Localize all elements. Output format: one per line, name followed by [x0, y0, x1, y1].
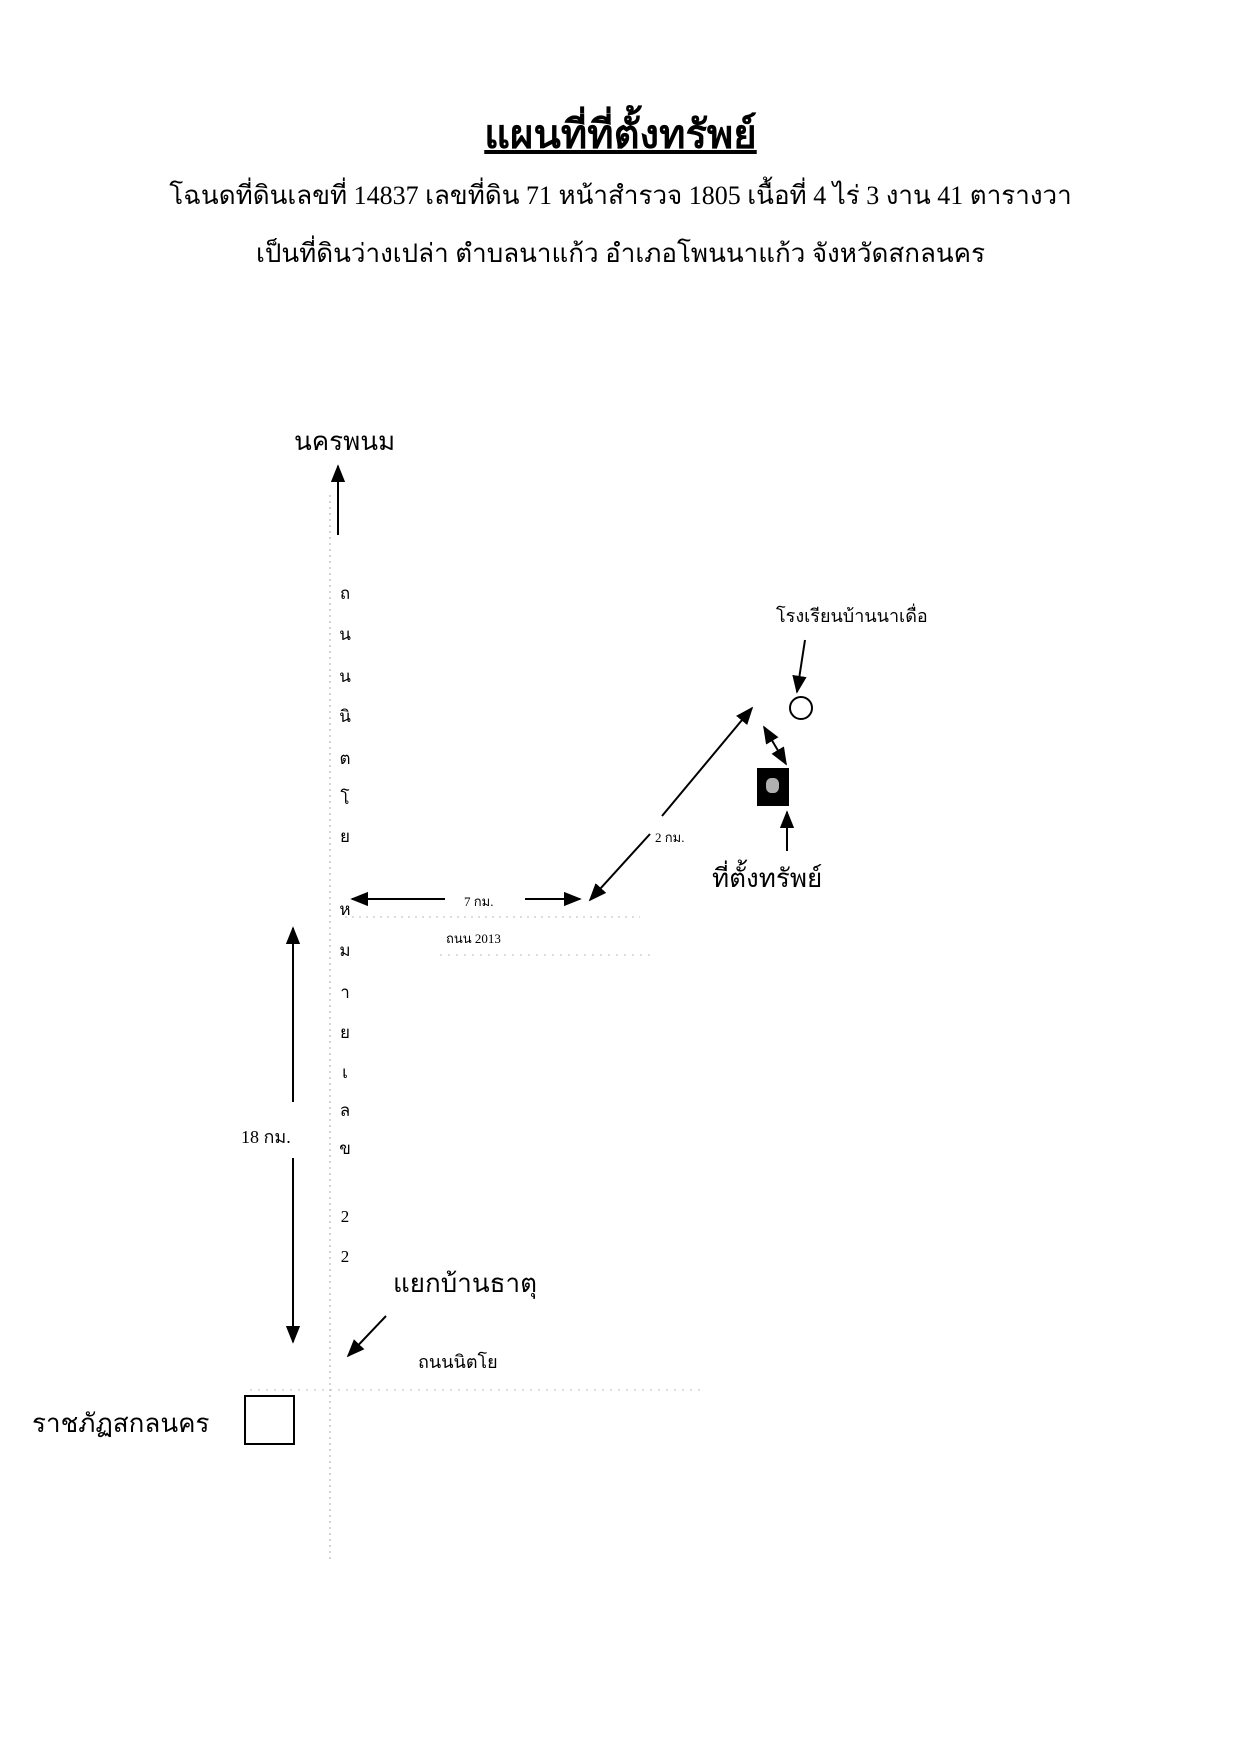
junction-label: แยกบ้านธาตุ: [393, 1269, 537, 1298]
university-label: ราชภัฏสกลนคร: [32, 1409, 210, 1438]
road-char: ข: [339, 1139, 351, 1158]
road-char: ม: [339, 941, 351, 960]
page-title: แผนที่ที่ตั้งทรัพย์: [484, 112, 757, 157]
road-char: น: [339, 625, 351, 644]
road-char: า: [340, 983, 350, 1002]
road-char: 2: [340, 1247, 350, 1266]
road-char: เ: [342, 1063, 348, 1082]
road-char: ต: [339, 749, 351, 768]
distance-18km-label: 18 กม.: [241, 1127, 291, 1147]
arrow-to-school: [792, 639, 807, 694]
road-char: นิ: [339, 707, 351, 726]
road-char: ล: [339, 1101, 351, 1120]
school-marker: [789, 696, 813, 720]
arrow-school-property: [763, 725, 787, 766]
road-char: ถ: [339, 584, 351, 603]
university-marker: [244, 1395, 295, 1445]
location-details: เป็นที่ดินว่างเปล่า ตำบลนาแก้ว อำเภอโพนน…: [255, 239, 986, 268]
arrow-2km-down: [588, 833, 651, 902]
road-2013-label: ถนน 2013: [446, 931, 501, 946]
road-char: ย: [340, 827, 350, 846]
property-marker: [757, 768, 789, 806]
deed-details: โฉนดที่ดินเลขที่ 14837 เลขที่ดิน 71 หน้า…: [169, 181, 1072, 210]
road-char: ย: [340, 1023, 350, 1042]
road-char: ห: [339, 900, 351, 919]
arrow-junction: [346, 1315, 387, 1358]
school-label: โรงเรียนบ้านนาเดื่อ: [776, 606, 928, 626]
arrow-2km-up: [661, 706, 754, 817]
road-char: โ: [340, 789, 350, 808]
north-destination-label: นครพนม: [294, 427, 396, 456]
nittayo-road-label: ถนนนิตโย: [418, 1352, 498, 1372]
road-char: 2: [340, 1207, 350, 1226]
distance-2km-label: 2 กม.: [655, 830, 685, 845]
property-label: ที่ตั้งทรัพย์: [712, 864, 823, 893]
road-char: น: [339, 667, 351, 686]
distance-7km-label: 7 กม.: [464, 894, 494, 909]
